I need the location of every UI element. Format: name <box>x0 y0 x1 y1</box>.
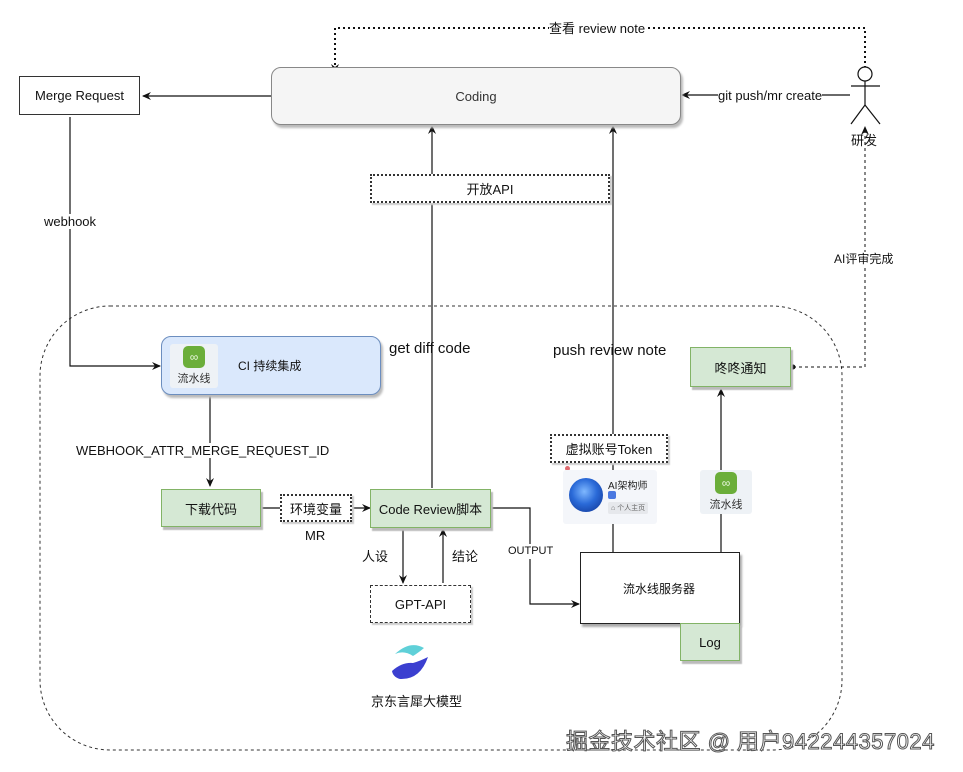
conclusion-label: 结论 <box>452 549 479 564</box>
virtual-token-label: 虚拟账号Token <box>565 442 653 457</box>
push-review-note-label: push review note <box>553 342 667 359</box>
log-label: Log <box>699 634 721 650</box>
developer-actor-icon <box>850 66 881 125</box>
verified-icon <box>608 491 616 499</box>
pipeline-icon: ∞ <box>183 345 205 368</box>
merge-request-label: Merge Request <box>35 88 124 103</box>
dongdong-notify-label: 咚咚通知 <box>714 360 767 376</box>
ai-review-done-label: AI评审完成 <box>834 252 894 267</box>
watermark: 掘金技术社区 @ 用户942244357024 <box>566 729 935 755</box>
jd-model-logo-icon <box>392 645 428 680</box>
pipeline-server-node[interactable]: 流水线服务器 <box>580 552 740 624</box>
open-api-label: 开放API <box>466 182 514 197</box>
code-review-script-label: Code Review脚本 <box>378 502 483 517</box>
coding-node[interactable]: Coding <box>271 67 681 125</box>
virtual-token-node[interactable]: 虚拟账号Token <box>550 434 668 463</box>
dongdong-notify-node[interactable]: 咚咚通知 <box>690 347 791 387</box>
server-pipeline-badge: ∞ 流水线 <box>700 470 752 514</box>
persona-label: 人设 <box>362 549 389 564</box>
log-node[interactable]: Log <box>680 623 740 661</box>
ci-pipeline-text: 流水线 <box>177 372 211 385</box>
download-code-label: 下载代码 <box>184 501 237 517</box>
ai-architect-name: AI架构师 <box>608 481 648 492</box>
env-vars-label: 环境变量 <box>289 501 342 517</box>
ci-pipeline-badge: ∞ 流水线 <box>170 343 218 388</box>
developer-label: 研发 <box>851 133 878 148</box>
view-review-note-label: 查看 review note <box>549 21 646 36</box>
pipeline-server-label: 流水线服务器 <box>623 582 696 596</box>
home-page-label: 个人主页 <box>617 505 646 512</box>
code-review-script-node[interactable]: Code Review脚本 <box>370 489 491 528</box>
ci-label: CI 持续集成 <box>238 359 302 373</box>
ai-architect-avatar <box>569 478 603 512</box>
download-code-node[interactable]: 下载代码 <box>161 489 261 527</box>
ai-review-boundary <box>39 305 843 751</box>
open-api-node[interactable]: 开放API <box>370 174 610 203</box>
pipeline-icon: ∞ <box>715 472 737 494</box>
gpt-api-node[interactable]: GPT-API <box>370 585 471 623</box>
merge-request-node[interactable]: Merge Request <box>19 76 140 115</box>
gpt-api-label: GPT-API <box>394 596 447 612</box>
jd-model-label: 京东言犀大模型 <box>371 694 463 709</box>
edge-notify-port <box>790 364 796 370</box>
ci-node[interactable]: ∞ 流水线 CI 持续集成 <box>161 336 381 395</box>
status-dot <box>565 466 570 471</box>
coding-label: Coding <box>455 88 497 104</box>
webhook-label: webhook <box>44 214 97 229</box>
edge-webhook <box>69 117 161 370</box>
git-push-label: git push/mr create <box>718 88 823 103</box>
env-vars-node[interactable]: 环境变量 <box>280 494 352 522</box>
edge-ai-review-done <box>793 126 869 368</box>
output-label: OUTPUT <box>508 544 554 559</box>
ai-architect-card[interactable]: AI架构师 ⌂ 个人主页 <box>563 470 657 524</box>
server-pipeline-text: 流水线 <box>709 499 743 511</box>
mr-label: MR <box>305 528 326 543</box>
get-diff-code-label: get diff code <box>389 340 471 357</box>
webhook-attr-label: WEBHOOK_ATTR_MERGE_REQUEST_ID <box>76 443 330 458</box>
home-page-tag: ⌂ 个人主页 <box>608 502 649 514</box>
